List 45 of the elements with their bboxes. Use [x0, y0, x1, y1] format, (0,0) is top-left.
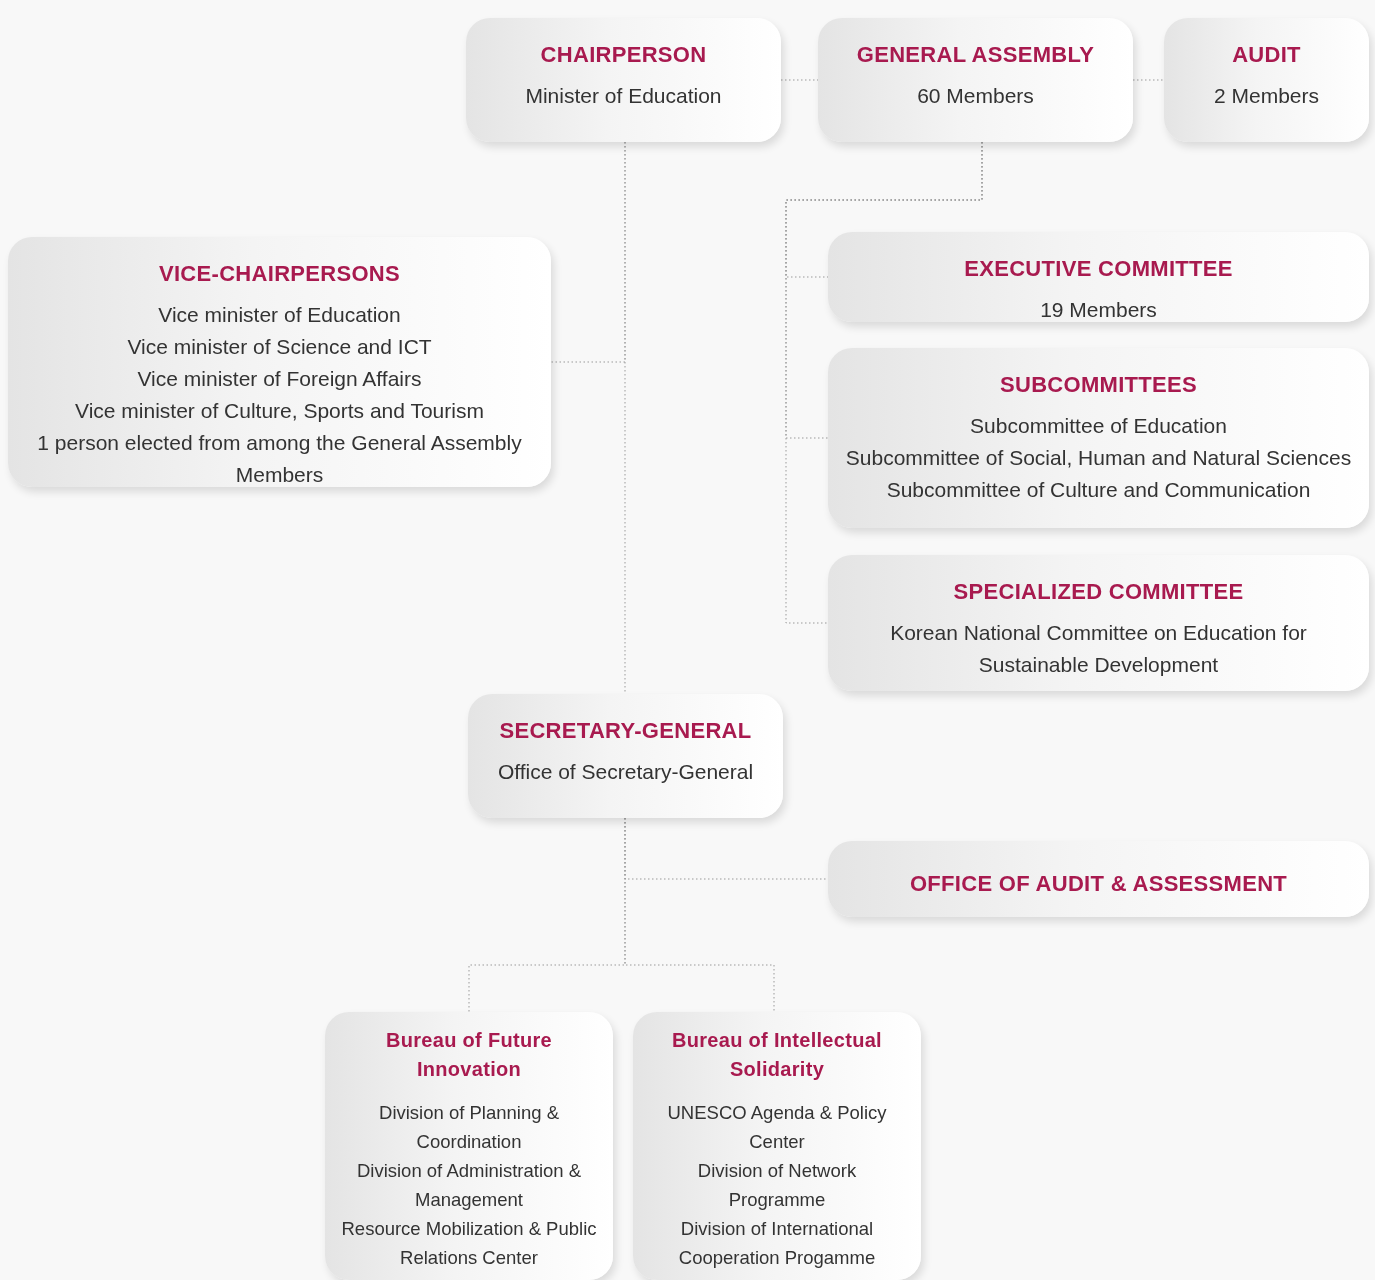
box-heading: GENERAL ASSEMBLY [856, 42, 1095, 68]
box-text: Korean National Committee on Education for Sustainable Development [889, 620, 1308, 678]
org-box [633, 1012, 921, 1280]
org-box [828, 841, 1369, 917]
box-heading: SPECIALIZED COMMITTEE [953, 579, 1244, 605]
box-text: Vice minister of Education [158, 302, 401, 328]
box-heading: EXECUTIVE COMMITTEE [964, 256, 1233, 282]
box-heading: AUDIT [1232, 42, 1301, 68]
box-text: Office of Secretary-General [497, 759, 754, 785]
box-heading: VICE-CHAIRPERSONS [159, 261, 400, 287]
connector-line [624, 817, 775, 1013]
org-box [828, 555, 1369, 691]
box-text: Subcommittee of Culture and Communication [886, 477, 1311, 503]
box-heading: SECRETARY-GENERAL [499, 718, 752, 744]
org-box [828, 348, 1369, 528]
box-heading: SUBCOMMITTEES [1000, 372, 1197, 398]
box-text: Division of Network Programme [696, 1159, 858, 1212]
box-heading: CHAIRPERSON [540, 42, 707, 68]
org-box [325, 1012, 613, 1280]
box-text: 60 Members [917, 83, 1034, 109]
box-heading: OFFICE OF AUDIT & ASSESSMENT [909, 871, 1288, 897]
box-text: Subcommittee of Education [970, 413, 1227, 439]
org-box [818, 18, 1133, 142]
org-box [828, 232, 1369, 322]
org-box [468, 694, 783, 818]
connector-line [624, 141, 626, 695]
box-text: Minister of Education [525, 83, 722, 109]
connector-line [785, 141, 983, 624]
box-text: Vice minister of Foreign Affairs [137, 366, 422, 392]
box-text: Division of International Cooperation Progamme [677, 1217, 877, 1270]
box-text: UNESCO Agenda & Policy Center [666, 1101, 888, 1154]
box-text: Vice minister of Culture, Sports and Tourism [75, 398, 484, 424]
box-text: 2 Members [1214, 83, 1319, 109]
box-heading: Bureau of Future Innovation [385, 1028, 553, 1082]
org-box [1164, 18, 1369, 142]
box-text: Division of Administration & Management [355, 1159, 583, 1212]
box-text: Vice minister of Science and ICT [127, 334, 432, 360]
box-text: Division of Planning & Coordination [378, 1101, 560, 1154]
box-text: 19 Members [1040, 297, 1157, 323]
org-box [8, 237, 551, 487]
box-text: Resource Mobilization & Public Relations Center [340, 1217, 598, 1270]
box-text: Subcommittee of Social, Human and Natural Sciences [845, 445, 1352, 471]
box-heading: Bureau of Intellectual Solidarity [671, 1028, 883, 1082]
box-text: 1 person elected from among the General Assembly Members [36, 430, 523, 488]
org-box [466, 18, 781, 142]
